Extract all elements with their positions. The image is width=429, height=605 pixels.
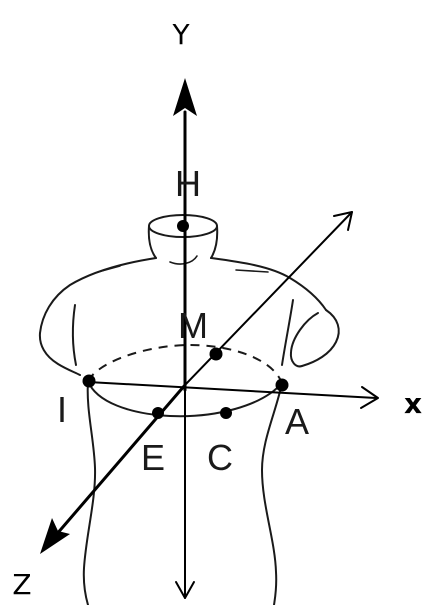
z-axis-label: Z [12, 568, 31, 601]
labels: Y x Z H M I A E C [12, 18, 422, 601]
point-a-dot [275, 378, 289, 392]
right-shoulder [210, 257, 327, 311]
z-axis-arrowhead [40, 518, 70, 554]
left-shoulder-seam [97, 265, 121, 273]
left-shoulder [38, 257, 157, 376]
right-torso [261, 382, 283, 605]
neck-right [210, 225, 219, 259]
right-arm-cap [301, 309, 340, 367]
right-armhole [281, 299, 294, 366]
point-a-label: A [285, 401, 309, 442]
right-arm-end [289, 312, 319, 368]
point-m-label: M [178, 305, 208, 346]
point-i-label: I [57, 389, 67, 430]
y-axis-label: Y [171, 18, 190, 51]
point-c-label: C [207, 437, 233, 478]
neck-left [147, 225, 157, 259]
point-m-dot [209, 347, 223, 361]
point-h-label: H [175, 163, 201, 204]
depth-axis-back [184, 211, 353, 386]
point-e-label: E [141, 437, 165, 478]
point-c-dot [220, 407, 232, 419]
depth-axis-back-arrowhead [333, 211, 353, 231]
y-axis-arrowhead [173, 78, 197, 116]
point-h-dot [177, 220, 189, 232]
points [82, 220, 289, 419]
left-armhole [71, 304, 77, 366]
x-axis-arrowhead [360, 386, 379, 409]
right-shoulder-seam [235, 269, 269, 273]
left-torso [82, 380, 97, 605]
y-axis-down-arrowhead [175, 581, 195, 599]
z-axis-line [54, 383, 187, 537]
x-axis-label: x [404, 387, 422, 420]
bust-line-front [87, 380, 283, 418]
point-i-dot [82, 374, 96, 388]
mannequin-outline [38, 214, 340, 605]
x-axis-line [87, 381, 377, 399]
point-e-dot [152, 407, 164, 419]
